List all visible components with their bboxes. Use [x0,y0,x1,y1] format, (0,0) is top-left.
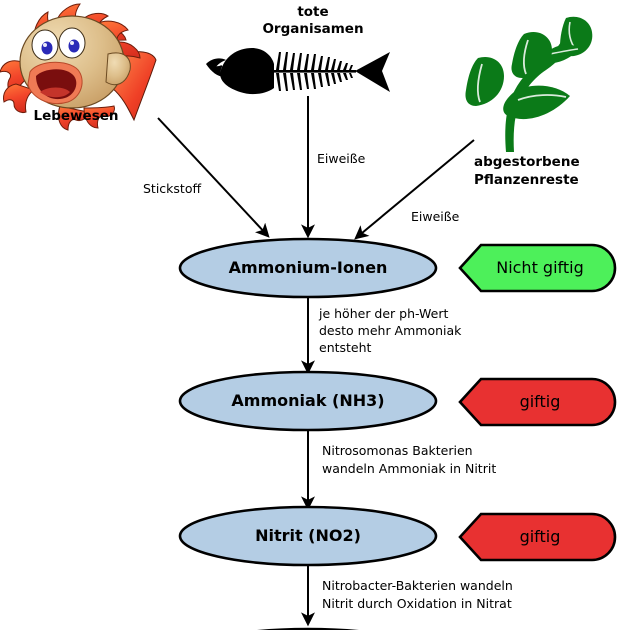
badge-label-ammonium: Nicht giftig [496,258,584,277]
edge-label-nitrosomonas-line2: wandeln Ammoniak in Nitrit [322,461,497,476]
goldfish-icon [0,3,157,131]
plant-icon [465,16,593,152]
arrow-stickstoff [157,117,270,238]
fish-skeleton-icon [206,48,390,95]
edge-label-nitrosomonas-line1: Nitrosomonas Bakterien [322,443,473,458]
edge-label-stickstoff: Stickstoff [143,181,202,196]
source-label-tote-line2: Organisamen [262,21,364,37]
badge-label-ammoniak: giftig [519,392,561,411]
edge-label-ph-line1: je höher der ph-Wert [319,306,449,321]
arrow-eiweisse-rechts [354,139,475,240]
node-ammoniak[interactable] [178,370,438,432]
badge-shape-ammonium [458,243,617,293]
edge-label-ph-line3: entsteht [319,340,372,355]
edge-label-eiweisse-mitte: Eiweiße [317,151,366,166]
node-label-ammoniak: Ammoniak (NH3) [231,391,385,410]
node-label-nitrit: Nitrit (NO2) [255,526,361,545]
badge-shape-nitrit [458,512,617,562]
badge-shape-ammoniak [458,377,617,427]
source-label-pflanzenreste-line2: Pflanzenreste [474,172,579,188]
source-label-tote-line1: tote [297,4,329,20]
node-nitrit[interactable] [178,505,438,567]
edge-label-ph-line2: desto mehr Ammoniak [319,323,462,338]
source-label-lebewesen: Lebewesen [33,108,119,124]
edge-label-eiweisse-rechts: Eiweiße [411,209,460,224]
node-label-ammonium: Ammonium-Ionen [228,258,388,277]
source-label-pflanzenreste-line1: abgestorbene [474,154,580,170]
badge-label-nitrit: giftig [519,527,561,546]
node-ammonium[interactable] [178,237,438,299]
edge-label-nitrobacter-line2: Nitrit durch Oxidation in Nitrat [322,596,512,611]
edge-label-nitrobacter-line1: Nitrobacter-Bakterien wandeln [322,578,513,593]
